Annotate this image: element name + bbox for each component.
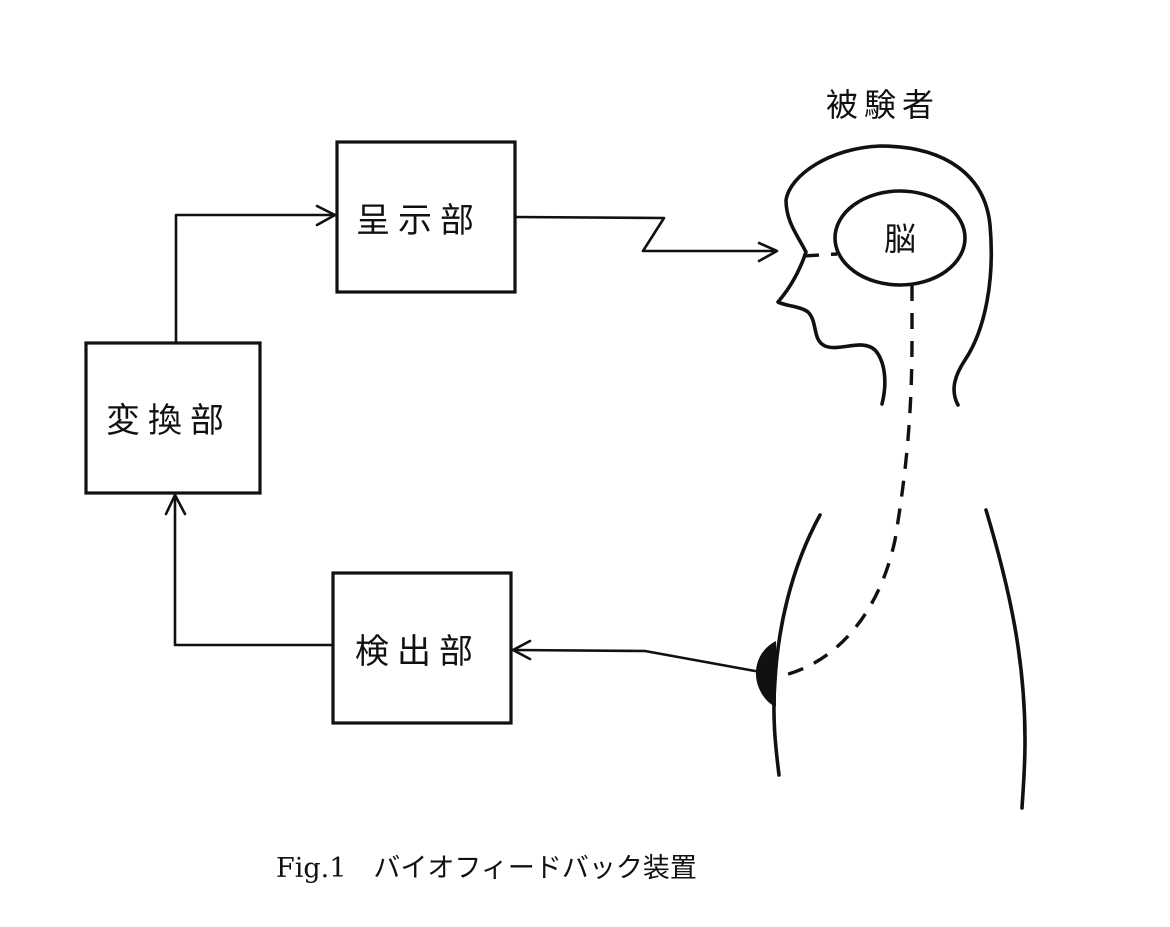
- detection-block: 検出部: [331, 571, 513, 725]
- neural-pathway: [784, 285, 914, 677]
- conversion-label: 変換部: [106, 401, 232, 441]
- arrow-detection-to-conversion: [164, 493, 335, 647]
- torso-right-outline: [984, 508, 1027, 810]
- brain-label: 脳: [884, 220, 916, 258]
- arrowhead-icon: [757, 241, 779, 263]
- brain: 脳: [833, 189, 967, 287]
- arrow-presentation-to-subject: [513, 215, 779, 263]
- arrowhead-icon: [164, 493, 187, 516]
- torso-silhouette: [772, 508, 1027, 810]
- eye-brain-link: [802, 252, 838, 258]
- electrode-icon: [755, 641, 776, 706]
- head-silhouette: [776, 144, 994, 407]
- arrowhead-icon: [315, 204, 337, 227]
- figure-caption: Fig.1 バイオフィードバック装置: [276, 853, 697, 884]
- subject-label: 被験者: [826, 86, 940, 124]
- presentation-label: 呈示部: [356, 201, 482, 241]
- conversion-block: 変換部: [84, 341, 262, 495]
- detection-label: 検出部: [355, 632, 481, 672]
- presentation-block: 呈示部: [335, 140, 517, 294]
- arrowhead-icon: [511, 639, 532, 661]
- torso-left-outline: [772, 513, 822, 777]
- arrow-conversion-to-presentation: [174, 204, 337, 345]
- arrow-electrode-to-detection: [511, 639, 757, 673]
